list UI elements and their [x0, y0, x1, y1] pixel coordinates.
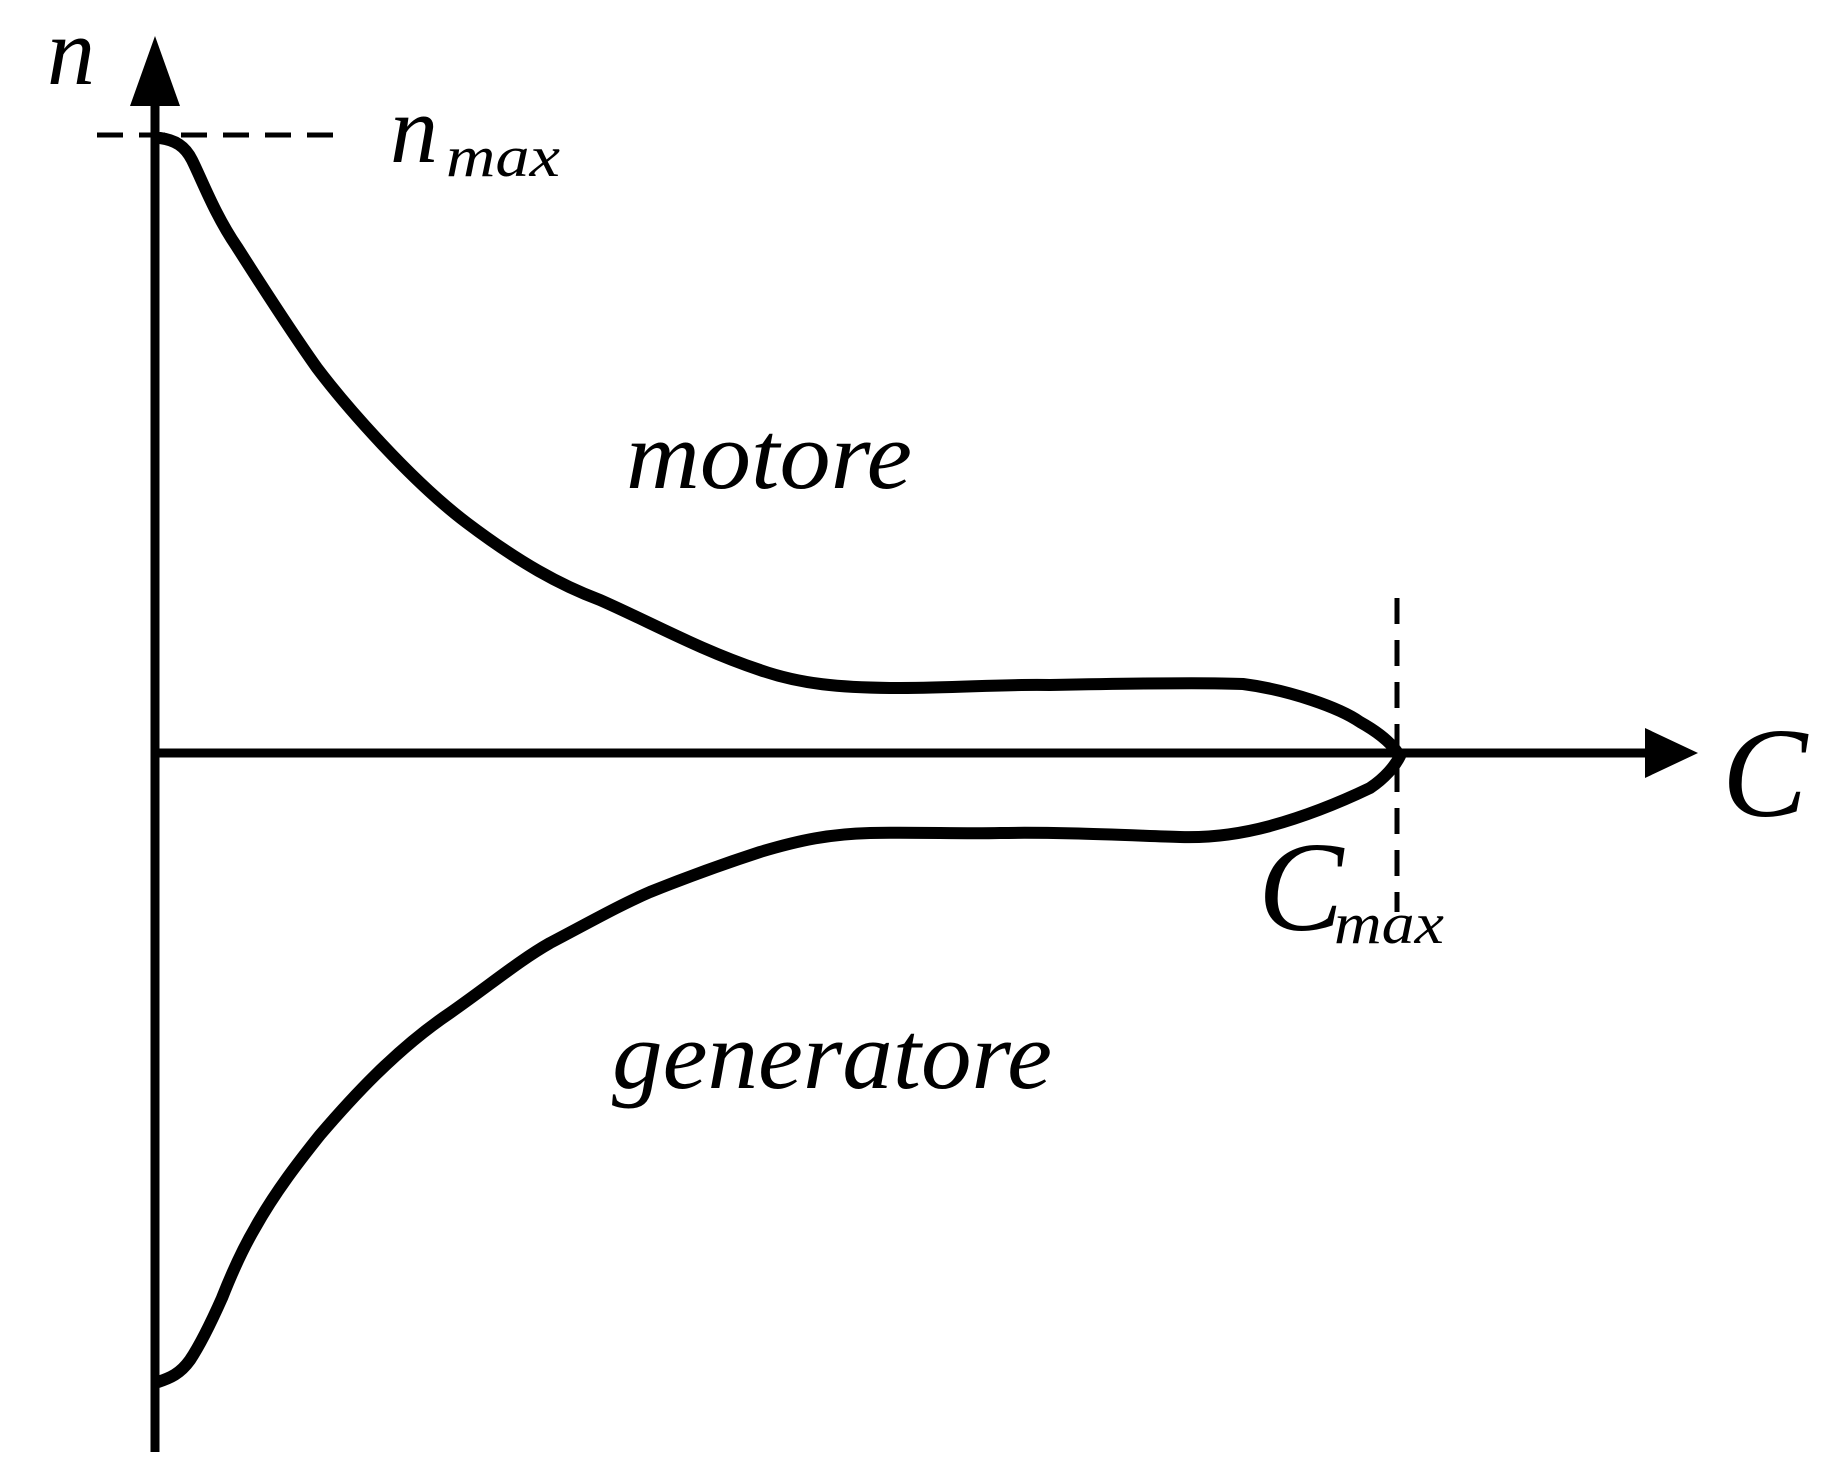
c-max-label: C max: [1258, 816, 1444, 958]
generator-curve: [152, 750, 1406, 1388]
c-max-label-base: C: [1258, 816, 1345, 958]
y-axis-label: n: [47, 0, 95, 105]
c-max-label-subscript: max: [1334, 891, 1444, 956]
motor-region-label: motore: [626, 402, 912, 509]
motor-curve: [154, 132, 1403, 758]
y-axis-arrowhead: [130, 36, 180, 106]
x-axis-arrowhead: [1645, 728, 1698, 778]
n-max-label-base: n: [390, 76, 438, 183]
n-max-label-subscript: max: [446, 124, 560, 189]
n-max-label: n max: [390, 76, 560, 189]
x-axis-label: C: [1722, 702, 1809, 844]
generator-region-label: generatore: [612, 1002, 1052, 1109]
